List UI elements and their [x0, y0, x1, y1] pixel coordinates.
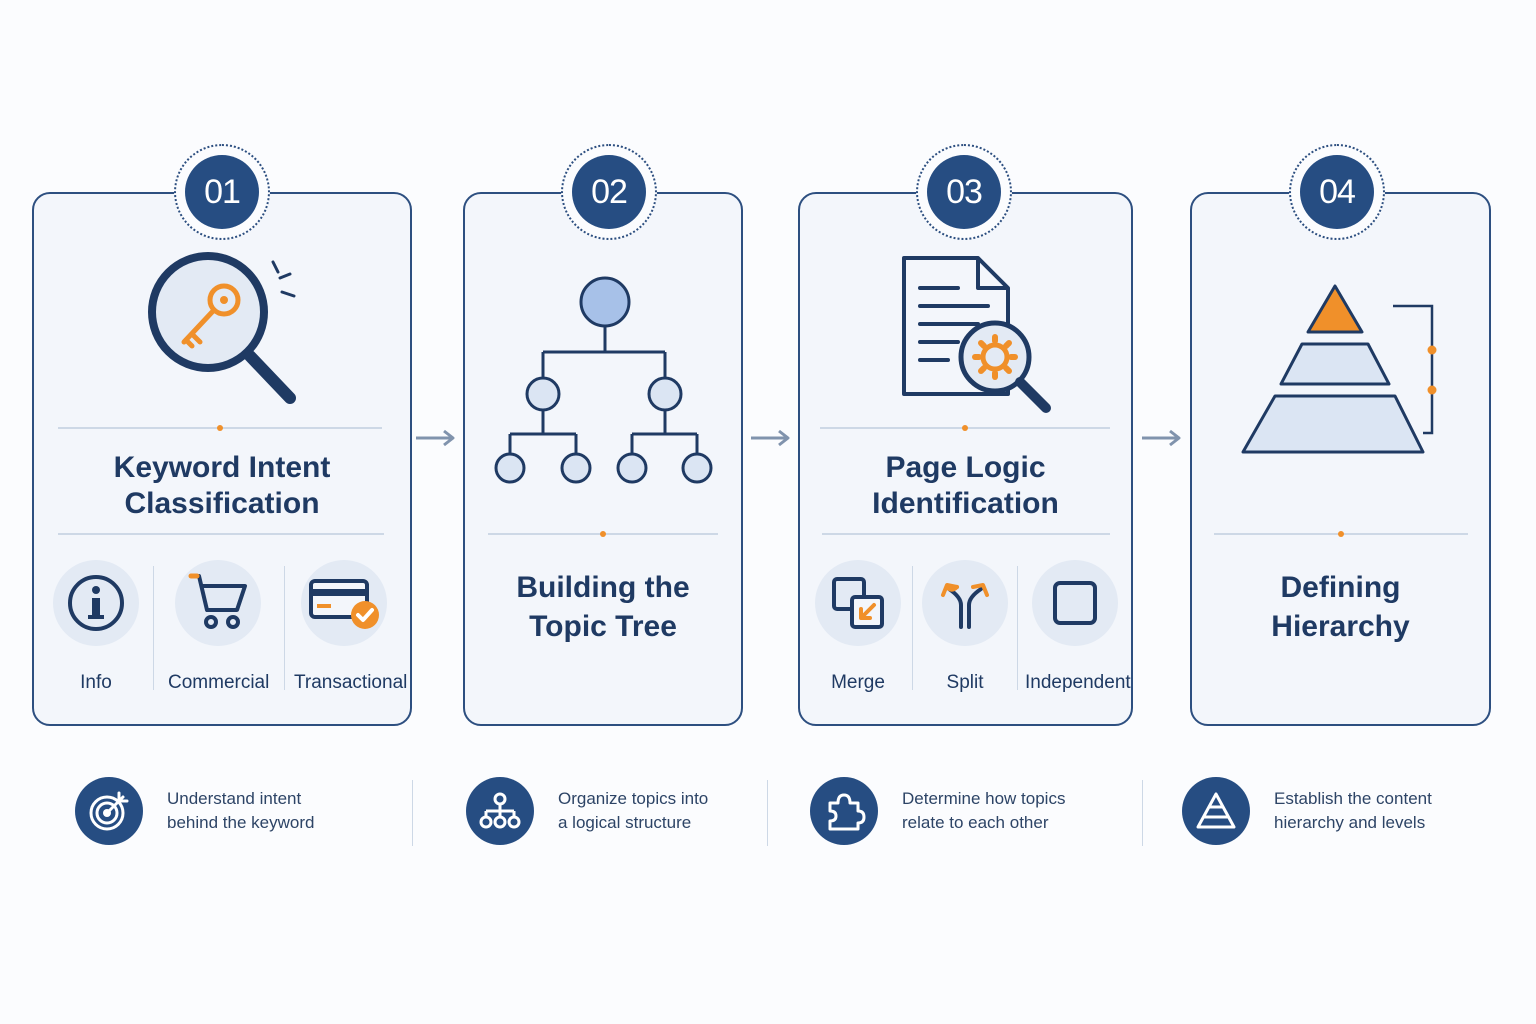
step-badge-4: 04: [1289, 144, 1385, 240]
document-gear-magnifier-icon: [902, 256, 1051, 413]
option-label-info: Info: [80, 672, 112, 693]
step-number-4: 04: [1300, 155, 1374, 229]
footer-text-1: Understand intent behind the keyword: [167, 789, 315, 832]
option-merge: Merge: [808, 560, 908, 694]
footer-item-1: Understand intent behind the keyword: [75, 776, 314, 846]
pyramid-icon: [1241, 284, 1437, 454]
divider-2: [488, 531, 718, 537]
option-commercial: Commercial: [168, 560, 270, 694]
divider-bottom-3: [822, 533, 1110, 535]
split-icon: [941, 583, 989, 629]
hierarchy-icon: [479, 792, 521, 829]
divider-top-3: [820, 425, 1110, 431]
step-card-4: [1190, 192, 1491, 726]
shopping-cart-icon: [188, 573, 247, 629]
merge-icon: [832, 577, 884, 629]
step-badge-2: 02: [561, 144, 657, 240]
option-label-transactional: Transactional: [294, 672, 408, 693]
option-info: Info: [46, 560, 146, 694]
arrow-right-icon: [1142, 429, 1181, 447]
footer-item-2: Organize topics into a logical structure: [466, 776, 708, 846]
arrow-right-icon: [751, 429, 790, 447]
divider-bottom-1: [58, 533, 384, 535]
footer-item-3: Determine how topics relate to each othe…: [810, 776, 1065, 846]
step-title-4: Defining Hierarchy: [1271, 571, 1410, 643]
footer-text-4: Establish the content hierarchy and leve…: [1274, 789, 1432, 832]
step-title-3: Page Logic Identification: [872, 451, 1059, 520]
option-transactional: Transactional: [294, 560, 408, 694]
magnifier-key-icon: [148, 252, 296, 404]
target-icon: [89, 791, 129, 831]
step-title-1: Keyword Intent Classification: [113, 451, 331, 520]
credit-card-check-icon: [309, 579, 379, 629]
step-badge-3: 03: [916, 144, 1012, 240]
option-split: Split: [915, 560, 1015, 694]
option-label-independent: Independent: [1025, 672, 1131, 693]
option-label-split: Split: [946, 672, 984, 693]
option-label-merge: Merge: [831, 672, 885, 693]
pyramid-icon: [1196, 792, 1236, 829]
footer-text-3: Determine how topics relate to each othe…: [902, 789, 1066, 832]
topic-tree-icon: [494, 276, 713, 484]
option-independent: Independent: [1025, 560, 1131, 694]
step-title-2: Building the Topic Tree: [516, 571, 690, 643]
footer-text-2: Organize topics into a logical structure: [558, 789, 709, 832]
footer-item-4: Establish the content hierarchy and leve…: [1182, 776, 1432, 846]
divider-4: [1214, 531, 1468, 537]
step-number-2: 02: [572, 155, 646, 229]
puzzle-icon: [828, 793, 866, 831]
step-number-3: 03: [927, 155, 1001, 229]
square-icon: [1053, 581, 1097, 625]
step-badge-1: 01: [174, 144, 270, 240]
divider-top-1: [58, 425, 382, 431]
step-number-1: 01: [185, 155, 259, 229]
arrow-right-icon: [416, 429, 455, 447]
info-icon: [68, 575, 124, 631]
option-label-commercial: Commercial: [168, 672, 270, 693]
